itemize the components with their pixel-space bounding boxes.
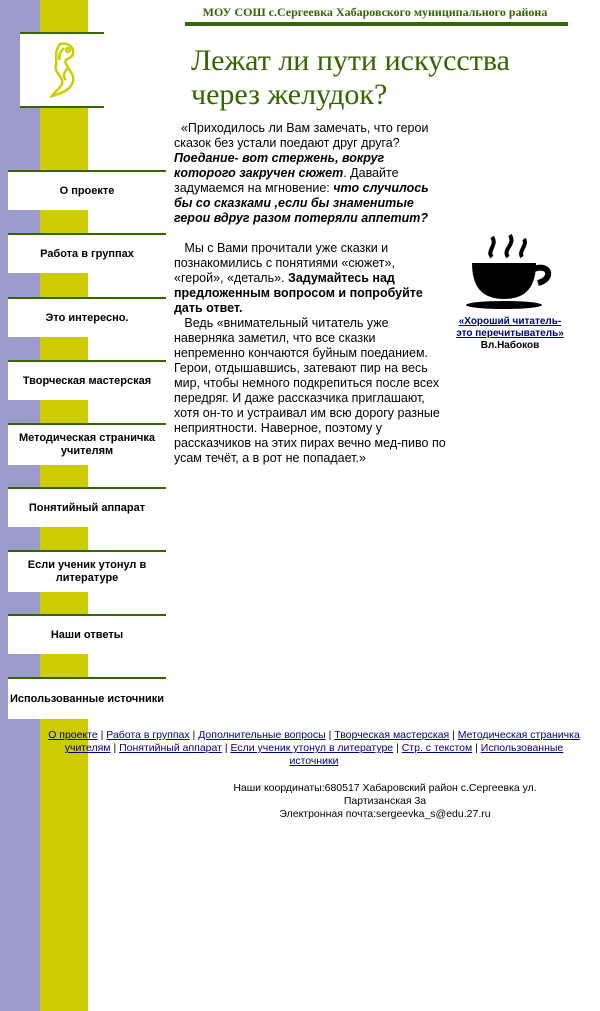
quote-block: «Хороший читатель-это перечитыватель» Вл… (455, 233, 565, 352)
p2-task: Задумайтесь над предложенным вопросом и … (174, 271, 423, 315)
nav-item-drowned-student[interactable]: Если ученик утонул в литературе (8, 550, 166, 592)
paragraph-3: Ведь «внимательный читатель уже наверняк… (174, 316, 446, 466)
contacts-email: Электронная почта:sergeevka_s@edu.27.ru (279, 808, 491, 820)
p2-text: Мы с Вами прочитали уже сказки и познако… (174, 241, 395, 285)
school-name: МОУ СОШ с.Сергеевка Хабаровского муницип… (202, 5, 548, 19)
p1-emphasis: Поедание- вот стержень, вокруг которого … (174, 151, 385, 180)
main-article: «Приходилось ли Вам замечать, что герои … (174, 121, 446, 466)
logo (20, 32, 104, 108)
teacup-icon (466, 233, 551, 309)
nav-item-label: Наши ответы (50, 628, 124, 641)
footer-link-about[interactable]: О проекте (48, 729, 98, 741)
footer-nav: О проекте | Работа в группах | Дополните… (48, 729, 580, 767)
contacts: Наши координаты:680517 Хабаровский район… (220, 782, 550, 821)
quote-link[interactable]: «Хороший читатель-это перечитыватель» (456, 316, 564, 339)
footer-link-teachers[interactable]: Методическая страничка учителям (64, 729, 580, 754)
nav-item-label: О проекте (59, 184, 115, 197)
footer-link-sources[interactable]: Использованные источники (289, 742, 564, 767)
nav-item-label: Использованные источники (10, 692, 164, 705)
nav-item-answers[interactable]: Наши ответы (8, 614, 166, 654)
p3-text: Ведь «внимательный читатель уже наверняк… (174, 316, 446, 465)
nav-item-label: Если ученик утонул в литературе (27, 559, 147, 584)
p1-text: «Приходилось ли Вам замечать, что герои … (174, 121, 429, 150)
seahorse-logo-icon (48, 42, 75, 99)
footer-link-drowned-student[interactable]: Если ученик утонул в литературе (230, 742, 394, 754)
nav-item-sources[interactable]: Использованные источники (8, 677, 166, 719)
nav-item-workshop[interactable]: Творческая мастерская (8, 360, 166, 400)
nav-item-label: Это интересно. (45, 311, 129, 324)
footer-link-extra-questions[interactable]: Дополнительные вопросы (198, 729, 326, 741)
p1-question: что случилось бы со сказками ,если бы зн… (174, 181, 429, 225)
footer-link-text-page[interactable]: Стр. с текстом (401, 742, 473, 754)
nav-item-about[interactable]: О проекте (8, 170, 166, 210)
contacts-address: Наши координаты:680517 Хабаровский район… (233, 782, 537, 807)
nav-item-label: Понятийный аппарат (28, 501, 146, 514)
quote-author: Вл.Набоков (480, 340, 540, 351)
footer-link-concepts[interactable]: Понятийный аппарат (119, 742, 222, 754)
footer-link-workshop[interactable]: Творческая мастерская (334, 729, 450, 741)
nav-item-interesting[interactable]: Это интересно. (8, 297, 166, 337)
nav-item-groups[interactable]: Работа в группах (8, 233, 166, 273)
nav-item-teachers[interactable]: Методическая страничка учителям (8, 423, 166, 465)
paragraph-1: «Приходилось ли Вам замечать, что герои … (174, 121, 429, 225)
paragraph-2: Мы с Вами прочитали уже сказки и познако… (174, 241, 446, 316)
nav-item-concepts[interactable]: Понятийный аппарат (8, 487, 166, 527)
nav-item-label: Творческая мастерская (22, 374, 152, 387)
page-title: Лежат ли пути искусства через желудок? (191, 44, 510, 111)
header-divider (185, 22, 568, 26)
nav-item-label: Методическая страничка учителям (18, 432, 156, 457)
p1-text-2: Давайте задумаемся на мгновение: (174, 166, 399, 195)
nav-item-label: Работа в группах (40, 247, 134, 260)
footer-link-groups[interactable]: Работа в группах (106, 729, 190, 741)
